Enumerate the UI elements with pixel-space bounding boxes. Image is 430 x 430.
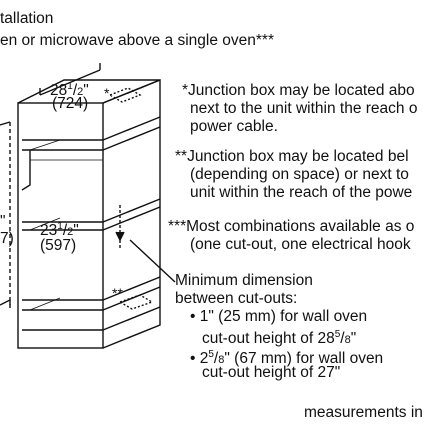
note1-line3: power cable.: [190, 118, 278, 135]
bullet2-line1: • 25/8" (67 mm) for wall oven: [190, 349, 384, 368]
marker-bottom: **: [112, 285, 123, 301]
width-inches: 281/2": [50, 81, 89, 100]
bullet1-line2: cut-out height of 285/8": [202, 329, 357, 348]
cabinet-side: [102, 78, 161, 349]
note3-line2: (one cut-out, one electrical hook: [190, 236, 411, 253]
bullet2-den: 8: [218, 354, 225, 367]
min-dimension-line2: between cut-outs:: [175, 290, 298, 307]
bullet1-den: 8: [344, 334, 351, 347]
width-whole: 28: [50, 82, 68, 100]
bullet1-post: ": [350, 330, 357, 348]
width-unit: ": [83, 82, 89, 100]
bullet2-line2: cut-out height of 27": [202, 364, 341, 381]
header-line-2: en or microwave above a single oven***: [0, 32, 274, 49]
bullet1-num: 5: [334, 329, 341, 340]
bullet2-pre: • 2: [190, 350, 209, 368]
depth-whole: 23: [40, 222, 58, 240]
depth-frac-den: 2: [67, 226, 74, 239]
min-dimension-line1: Minimum dimension: [175, 272, 313, 289]
depth-inches: 231/2": [40, 221, 79, 240]
note3-line1: ***Most combinations available as o: [168, 218, 415, 235]
width-frac-num: 1: [67, 81, 73, 92]
note1-line1: *Junction box may be located abo: [182, 82, 415, 99]
width-frac-den: 2: [77, 86, 84, 99]
marker-top: *: [104, 85, 110, 101]
depth-unit: ": [73, 222, 79, 240]
width-mm: (724): [52, 95, 89, 112]
bullet1-pre: cut-out height of 28: [202, 330, 335, 348]
bullet2-num: 5: [208, 349, 214, 360]
bullet2-post: " (67 mm) for wall oven: [224, 350, 384, 368]
note2-line2: (depending on space) or next to: [190, 166, 409, 183]
note2-line3: unit within the reach of the powe: [190, 184, 413, 201]
note2-line1: **Junction box may be located bel: [175, 148, 409, 165]
depth-mm: (597): [40, 237, 77, 254]
left-cut-label-1: ": [0, 213, 6, 230]
cabinet-front: [17, 102, 104, 349]
left-cut-label-2: 7): [0, 230, 14, 247]
measurements-footer: measurements in: [304, 404, 423, 421]
header-line-1: tallation: [0, 10, 54, 27]
note1-line2: next to the unit within the reach o: [190, 100, 418, 117]
bullet1-line1: • 1" (25 mm) for wall oven: [190, 308, 368, 325]
depth-frac-num: 1: [57, 221, 63, 232]
